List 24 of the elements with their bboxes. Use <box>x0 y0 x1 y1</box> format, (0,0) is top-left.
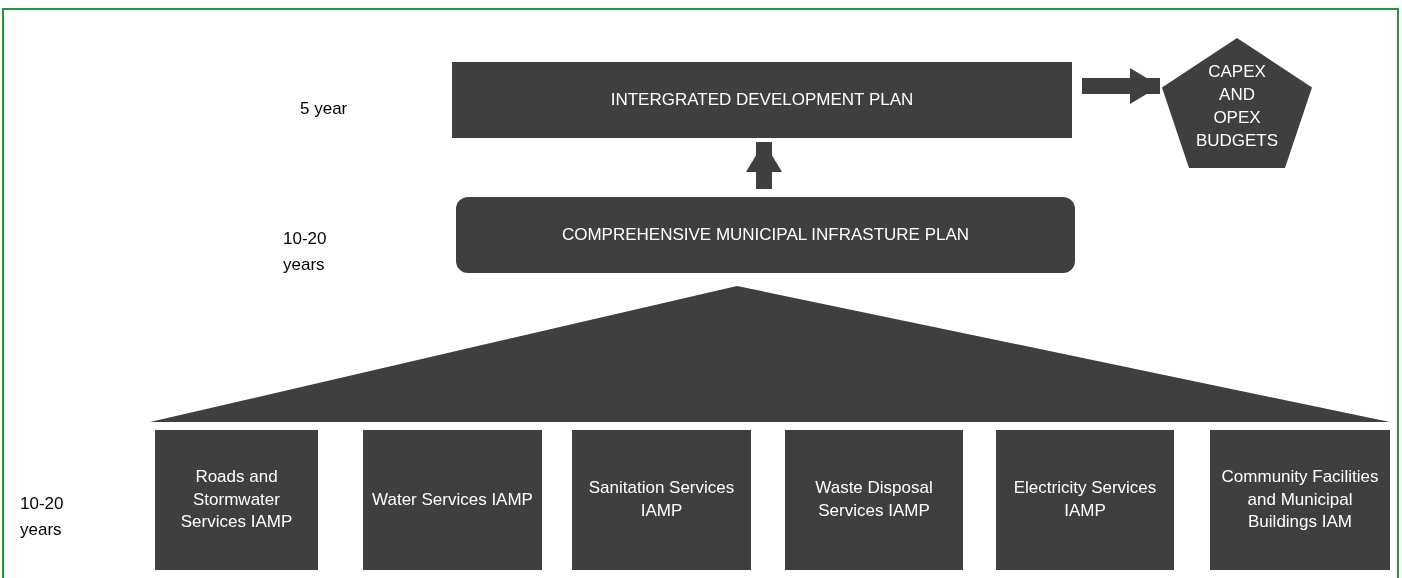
node-text: Roads and Stormwater Services IAMP <box>179 465 294 534</box>
process-box <box>452 62 1072 138</box>
node-text: CAPEX AND OPEX BUDGETS <box>1194 61 1280 152</box>
node-text: INTERGRATED DEVELOPMENT PLAN <box>610 88 914 111</box>
node-text: Community Facilities and Municipal Buildings IAM <box>1220 465 1380 534</box>
timeframe-label: 5 year <box>300 98 349 120</box>
node-text: COMPREHENSIVE MUNICIPAL INFRASTURE PLAN <box>561 223 970 246</box>
process-box <box>155 430 318 570</box>
node-text: Water Services IAMP <box>372 488 533 511</box>
process-box <box>996 430 1174 570</box>
arrow <box>1082 68 1160 104</box>
node-text: Sanitation Services IAMP <box>587 477 736 522</box>
process-box <box>1210 430 1390 570</box>
process-box <box>363 430 542 570</box>
pentagon-shape <box>1162 38 1312 168</box>
node-text: Waste Disposal Services IAMP <box>814 477 934 522</box>
node-text: Electricity Services IAMP <box>1012 477 1158 522</box>
triangle-shape <box>150 286 1390 422</box>
process-box <box>572 430 751 570</box>
arrow <box>746 142 782 189</box>
process-box <box>456 197 1075 273</box>
timeframe-label: 10-20 years <box>283 228 328 276</box>
timeframe-label: 10-20 years <box>20 493 65 541</box>
process-box <box>785 430 963 570</box>
